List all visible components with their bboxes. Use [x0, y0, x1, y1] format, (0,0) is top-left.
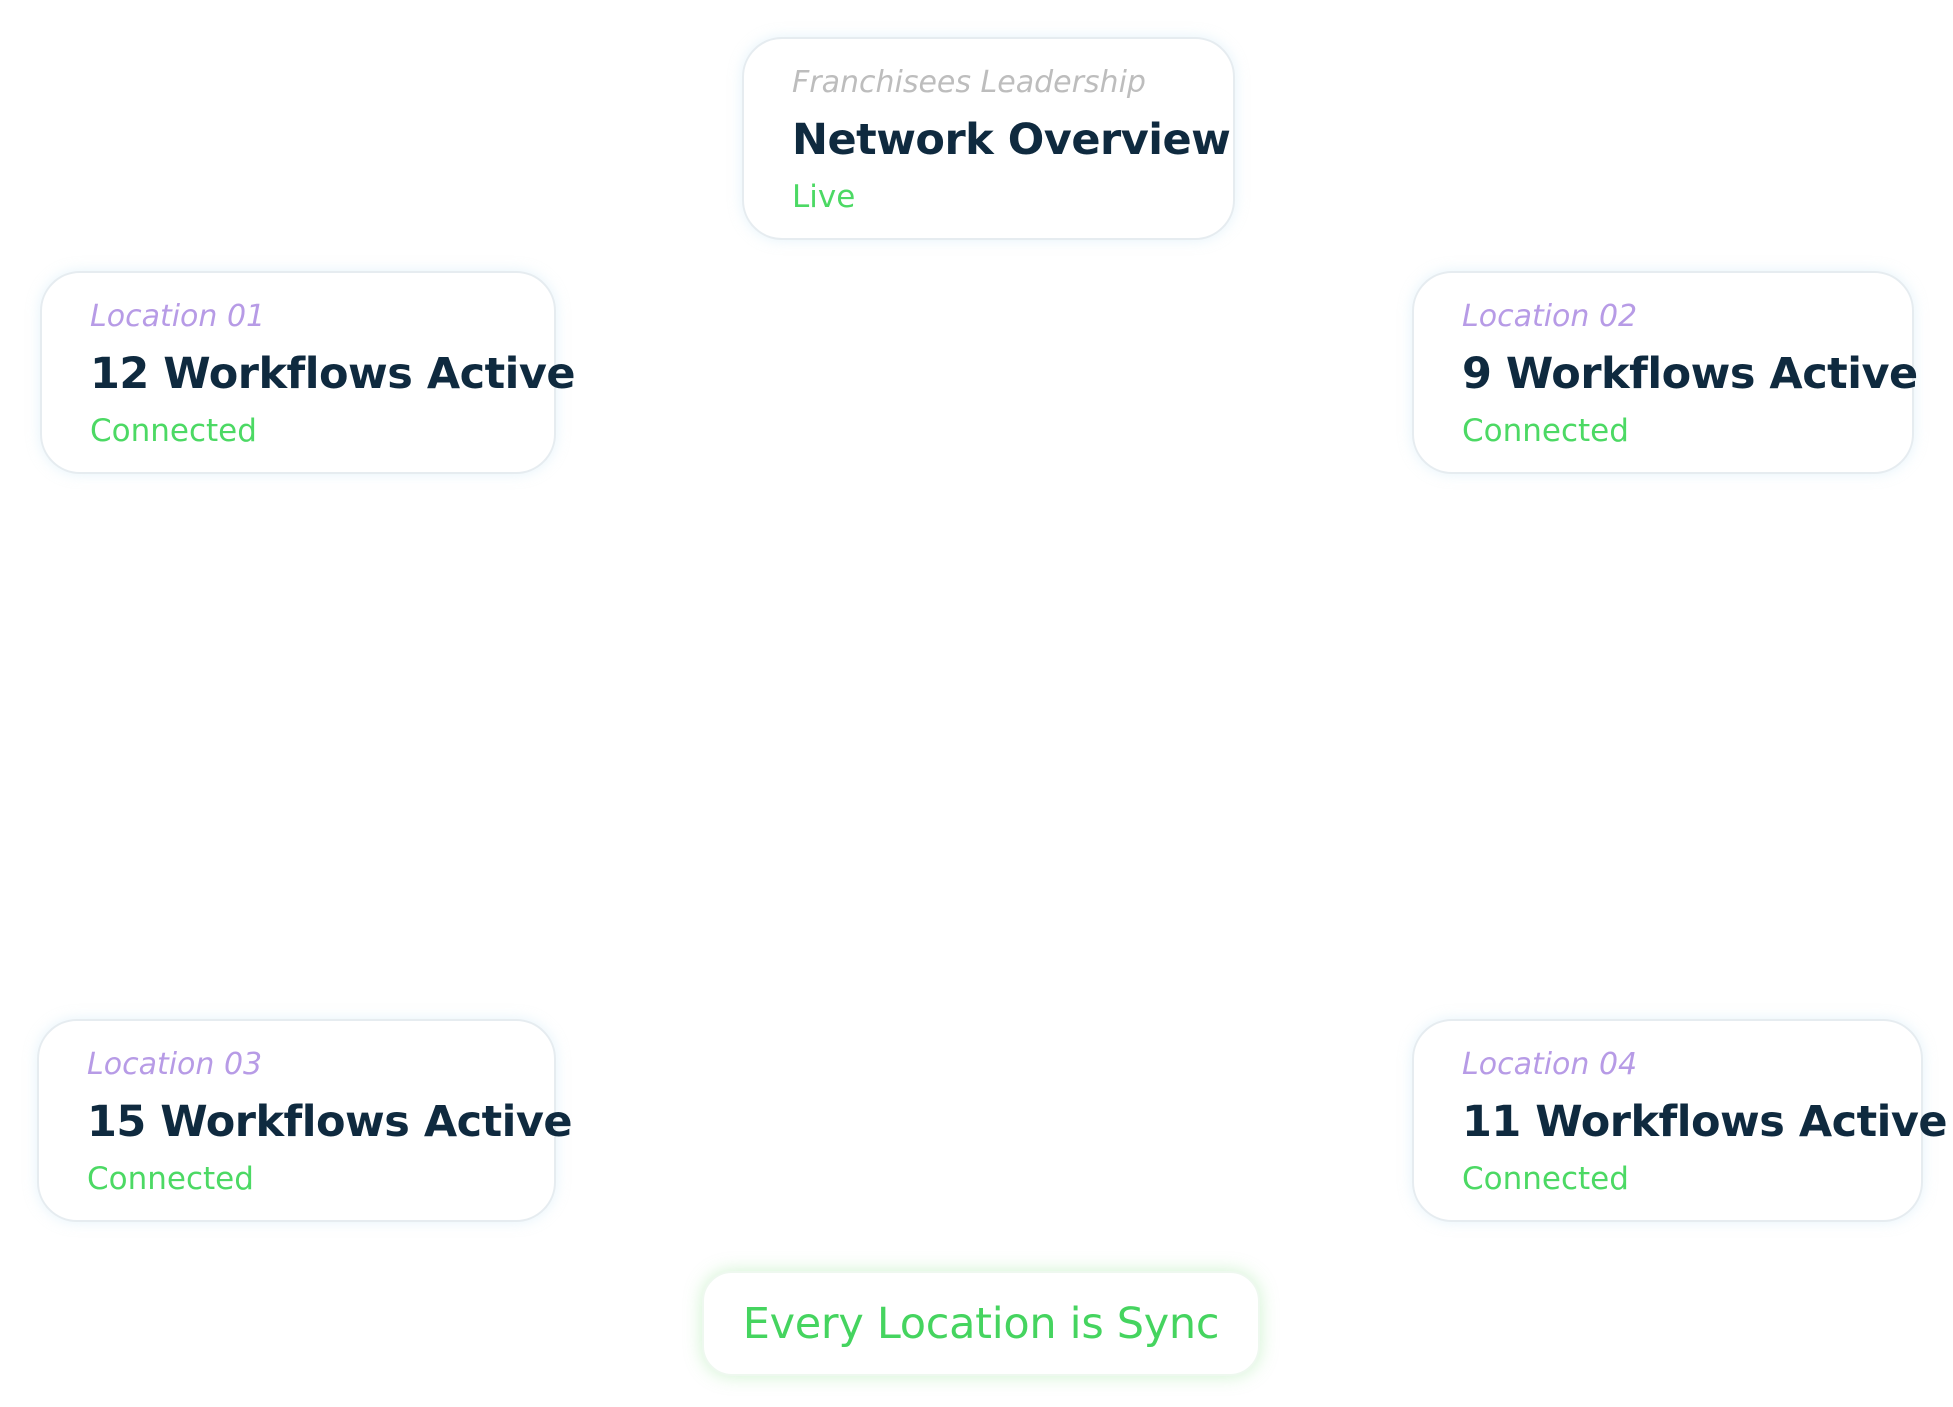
location-workflows: 11 Workflows Active — [1462, 1097, 1948, 1147]
location-status: Connected — [1462, 1161, 1629, 1197]
location-card-01: Location 01 12 Workflows Active Connecte… — [40, 271, 576, 474]
sync-status-label: Every Location is Sync — [742, 1298, 1220, 1349]
location-status: Connected — [1462, 413, 1629, 449]
location-workflows: 15 Workflows Active — [87, 1097, 573, 1147]
location-label: Location 01 — [90, 299, 266, 334]
sync-status-pill: Every Location is Sync — [702, 1271, 1260, 1376]
hub-eyebrow: Franchisees Leadership — [792, 65, 1146, 100]
location-status: Connected — [87, 1161, 254, 1197]
location-workflows: 12 Workflows Active — [90, 349, 576, 399]
location-label: Location 02 — [1462, 299, 1638, 334]
location-card-02: Location 02 9 Workflows Active Connected — [1412, 271, 1918, 474]
location-workflows: 9 Workflows Active — [1462, 349, 1918, 399]
hub-title: Network Overview — [792, 115, 1231, 165]
location-status: Connected — [90, 413, 257, 449]
location-label: Location 03 — [87, 1047, 263, 1082]
location-card-03: Location 03 15 Workflows Active Connecte… — [37, 1019, 573, 1222]
location-label: Location 04 — [1462, 1047, 1638, 1082]
hub-status: Live — [792, 179, 856, 215]
hub-card-network-overview: Franchisees Leadership Network Overview … — [742, 37, 1235, 240]
location-card-04: Location 04 11 Workflows Active Connecte… — [1412, 1019, 1948, 1222]
